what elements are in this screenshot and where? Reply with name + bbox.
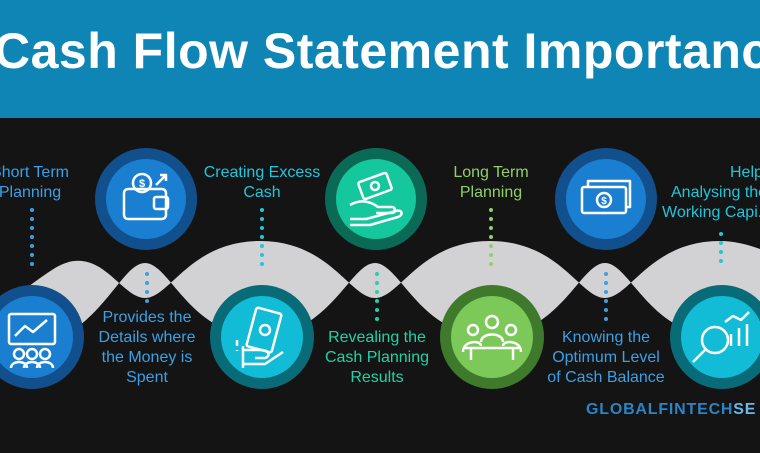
label-line: Helps in [730,164,760,181]
label-working-capital: Helps in Analysing the Working Capi... [662,163,760,223]
label-line: Analysing the [671,184,760,201]
label-revealing-results: Revealing the Cash Planning Results [325,328,429,388]
label-line: Details where [98,329,196,346]
dotted-connector [375,272,379,326]
label-line: Revealing the [328,329,426,346]
circle-cash-hand-inner [221,296,303,378]
label-line: Cash Planning [324,349,430,366]
money-exchange-icon [349,171,403,227]
circle-monitor-inner [0,296,73,378]
label-line: of Cash Balance [547,369,665,386]
circle-analytics-inner [681,296,760,378]
brand-accent: SE [733,401,757,418]
label-short-term-planning: Short Term Planning [0,163,69,203]
banknote-icon: $ [580,179,632,215]
svg-text:$: $ [601,196,607,207]
svg-text:$: $ [139,178,145,190]
dotted-connector [604,272,608,326]
analytics-magnifier-icon [692,311,750,363]
meeting-icon [461,314,523,360]
label-optimum-cash-balance: Knowing the Optimum Level of Cash Balanc… [547,328,664,388]
label-creating-excess-cash: Creating Excess Cash [204,163,321,203]
brand-logo: GLOBALFINTECHSE [586,401,756,419]
label-line: Cash [243,184,281,201]
circle-exchange-inner [336,159,416,239]
label-line: the Money is [101,349,193,366]
label-line: Results [350,369,404,386]
circle-wallet-inner: $ [106,159,186,239]
label-line: Knowing the [561,329,651,346]
label-line: Working Capi... [662,204,760,221]
label-line: Optimum Level [552,349,660,366]
label-line: Creating Excess [203,164,321,181]
label-line: Long Term [453,164,529,181]
dotted-connector [719,232,723,268]
cash-hand-icon [235,306,284,368]
infographic: $ $ [0,118,760,453]
page-title: Cash Flow Statement Importance [0,23,760,79]
wave-band [0,241,760,348]
circle-banknote-inner: $ [566,159,646,239]
label-line: Provides the [102,309,192,326]
dotted-connector [30,208,34,271]
monitor-presentation-icon [7,312,57,369]
label-line: Short Term [0,164,69,181]
label-line: Spent [126,369,168,386]
title-banner: Cash Flow Statement Importance [0,0,760,118]
dotted-connector [489,208,493,271]
label-provides-details: Provides the Details where the Money is … [99,308,196,388]
dotted-connector [145,272,149,308]
brand-main: GLOBALFINTECH [586,401,734,418]
dotted-connector [260,208,264,271]
label-long-term-planning: Long Term Planning [453,163,528,203]
label-line: Planning [0,184,62,201]
wallet-coin-icon: $ [122,172,170,221]
circle-meeting-inner [451,296,533,378]
label-line: Planning [459,184,523,201]
